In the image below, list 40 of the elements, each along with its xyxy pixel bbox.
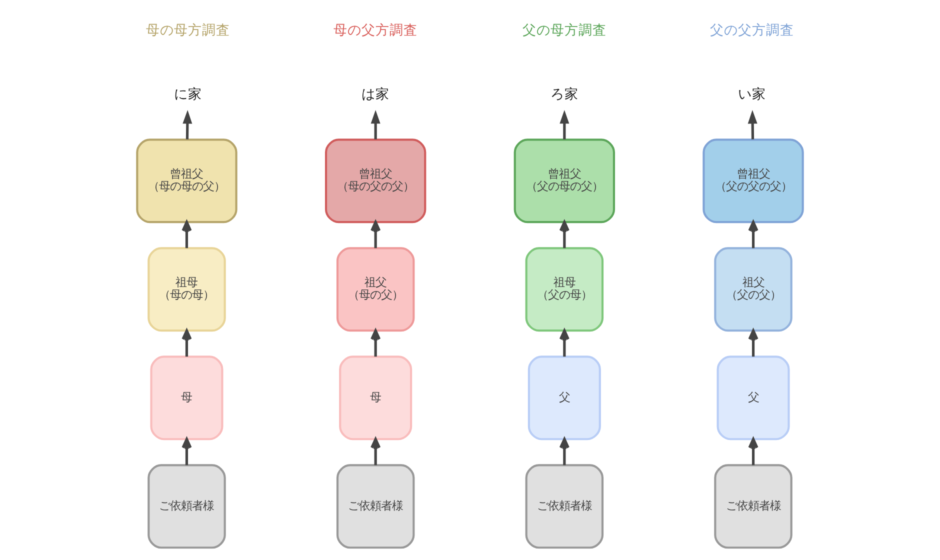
arrow	[182, 438, 192, 466]
node-text: に家	[174, 86, 202, 102]
arrow	[748, 220, 758, 248]
node-box: 祖父 （母の父）	[336, 247, 415, 332]
arrow	[370, 438, 381, 466]
node-box: 母	[150, 356, 224, 440]
node-text: は家	[362, 86, 390, 102]
node-text: ろ家	[550, 86, 578, 102]
label: 父の父方調査	[710, 22, 794, 39]
arrow	[748, 110, 758, 140]
arrow	[370, 329, 381, 357]
node-box: 祖父 （父の父）	[714, 247, 792, 332]
label: 母の母方調査	[146, 22, 230, 39]
arrow	[748, 438, 758, 466]
node-text: い家	[738, 86, 766, 102]
arrow	[560, 110, 570, 140]
arrow	[559, 329, 570, 357]
arrow	[182, 329, 192, 357]
arrow	[182, 110, 192, 140]
node-box: ご依頼者様	[336, 464, 415, 549]
node-box: ご依頼者様	[714, 464, 792, 549]
node-box: 祖母 （母の母）	[148, 247, 226, 332]
arrow	[559, 220, 570, 248]
arrow	[370, 220, 381, 248]
node-box: 曾祖父 （父の父の父）	[702, 138, 804, 224]
node-box: 父	[716, 356, 790, 440]
node-box: ご依頼者様	[148, 464, 226, 549]
node-box: 曾祖父 （母の父の父）	[324, 138, 426, 224]
node-box: ご依頼者様	[525, 464, 604, 549]
arrow	[748, 329, 758, 357]
label: 父の母方調査	[522, 22, 606, 39]
node-box: 母	[339, 356, 412, 440]
node-box: 祖母 （父の母）	[525, 247, 604, 332]
arrow	[182, 220, 192, 248]
arrow	[559, 438, 570, 466]
node-box: 父	[528, 356, 601, 440]
label: 母の父方調査	[334, 22, 418, 39]
node-box: 曾祖父 （母の母の父）	[136, 138, 238, 224]
node-box: 曾祖父 （父の母の父）	[514, 138, 616, 224]
arrow	[370, 110, 380, 140]
